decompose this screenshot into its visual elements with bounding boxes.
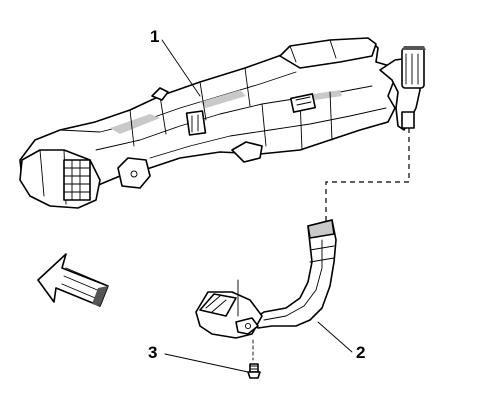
callout-3-label: 3	[148, 343, 157, 362]
rear-floor-duct	[195, 219, 337, 339]
callout-1-label: 1	[150, 27, 159, 46]
fastener-screw	[247, 339, 261, 379]
front-direction-arrow-icon	[37, 253, 109, 307]
callout-2-label: 2	[356, 343, 365, 362]
callout-1-leader	[161, 39, 201, 97]
callout-2-leader	[317, 321, 353, 353]
main-air-duct-assembly	[19, 37, 426, 209]
connection-dashed-line	[325, 128, 410, 222]
callout-3-leader	[164, 353, 249, 373]
